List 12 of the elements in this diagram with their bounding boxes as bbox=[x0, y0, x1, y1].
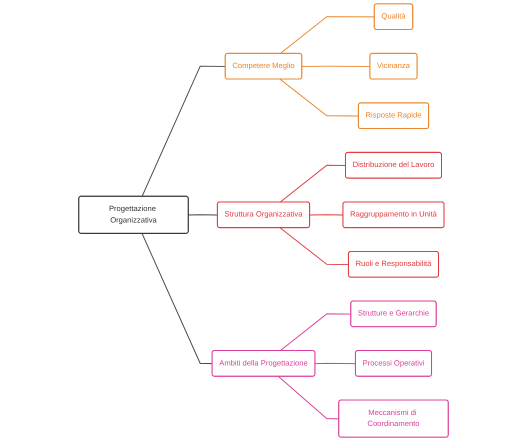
connector bbox=[280, 78, 360, 116]
connector bbox=[278, 376, 340, 420]
connector bbox=[142, 233, 213, 364]
connector bbox=[280, 313, 352, 352]
connector bbox=[142, 66, 226, 197]
connector bbox=[280, 227, 350, 266]
connector bbox=[309, 214, 344, 216]
connector bbox=[314, 362, 356, 364]
connector bbox=[188, 214, 218, 216]
connector bbox=[280, 16, 375, 54]
connector bbox=[302, 66, 371, 67]
connector bbox=[280, 164, 346, 203]
